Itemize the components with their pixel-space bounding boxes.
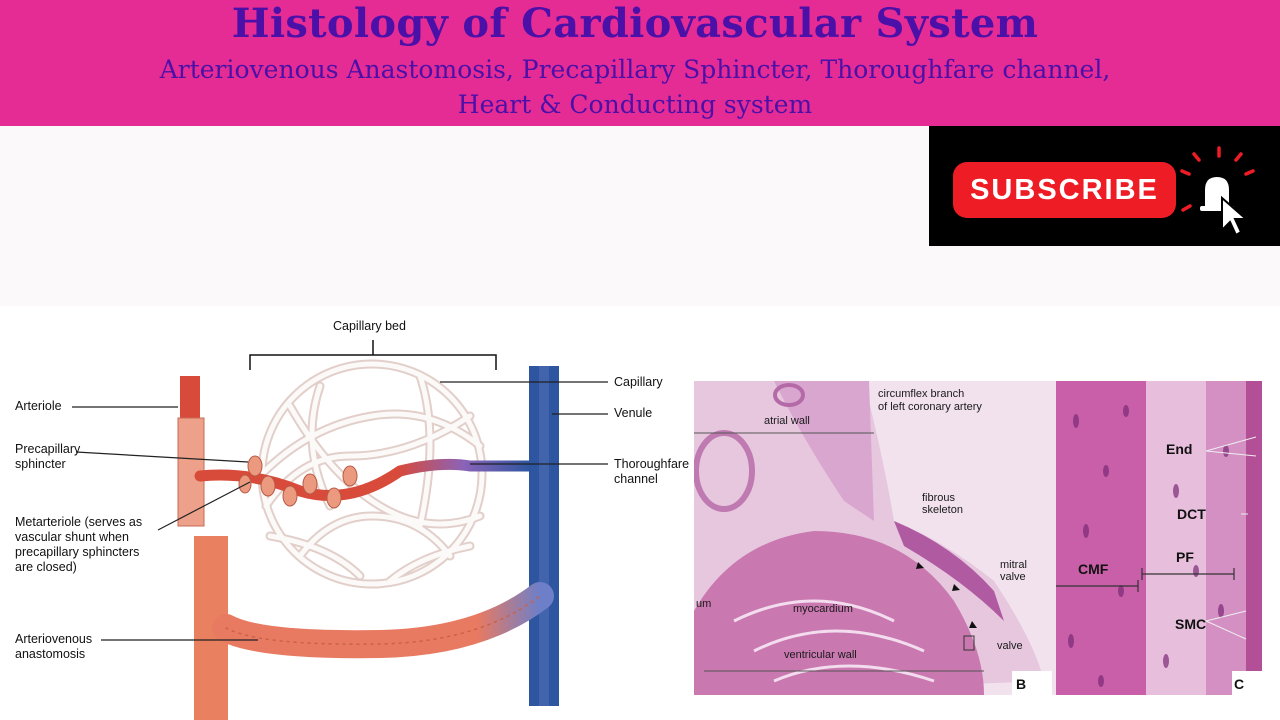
pf-label: PF [1176,549,1194,565]
panel-c-label: C [1234,676,1245,692]
micrograph-heart-valve: circumflex branch of left coronary arter… [694,381,1056,695]
um-label: um [696,598,712,610]
fibrous-skeleton-label-1: fibrous [922,492,956,504]
micrograph-c-image [1056,381,1262,695]
panel-b-label: B [1016,676,1027,692]
capillary-bed-illustration [72,340,608,720]
capillary-bed-label: Capillary bed [333,319,406,333]
fibrous-skeleton-label-2: skeleton [922,504,963,516]
ventricular-wall-label: ventricular wall [784,649,857,661]
metarteriole-label-4: are closed) [15,560,77,574]
precapillary-sphincter-label-1: Precapillary [15,442,81,456]
subtitle-line-1: Arteriovenous Anastomosis, Precapillary … [159,55,1111,84]
micrograph-b-image [694,381,1056,695]
myocardium-label: myocardium [793,603,853,615]
smc-label: SMC [1175,616,1207,632]
page-title: Histology of Cardiovascular System [231,0,1039,47]
micrograph-conducting-system: End DCT PF CMF SMC C [1056,381,1262,695]
mitral-valve-label-1: mitral [1000,559,1027,571]
subscribe-promo: SUBSCRIBE [929,126,1280,246]
circumflex-label-1: circumflex branch [878,388,965,400]
atrial-wall-label: atrial wall [764,415,810,427]
cmf-label: CMF [1078,561,1109,577]
subtitle-line-2: Heart & Conducting system [457,90,813,119]
precapillary-sphincter-label-2: sphincter [15,457,66,471]
metarteriole-label-2: vascular shunt when [15,530,129,544]
header-banner: Histology of Cardiovascular System Arter… [0,0,1280,126]
venule-label: Venule [614,406,653,420]
arteriole-label: Arteriole [15,399,62,413]
bell-icon[interactable] [1175,140,1265,240]
capillary-label: Capillary [614,375,663,389]
mitral-valve-label-2: valve [1000,571,1026,583]
av-anastomosis-label-1: Arteriovenous [15,632,93,646]
thoroughfare-label-1: Thoroughfare [614,457,690,471]
dct-label: DCT [1177,506,1206,522]
capillary-bed-diagram: Capillary bed Arteriole Precapillary sph… [0,306,700,720]
metarteriole-label-1: Metarteriole (serves as [15,515,143,529]
valve-label: valve [997,640,1023,652]
end-label: End [1166,441,1193,457]
circumflex-label-2: of left coronary artery [878,401,982,413]
metarteriole-label-3: precapillary sphincters [15,545,140,559]
thoroughfare-label-2: channel [614,472,658,486]
av-anastomosis-label-2: anastomosis [15,647,86,661]
subscribe-button[interactable]: SUBSCRIBE [953,162,1176,218]
